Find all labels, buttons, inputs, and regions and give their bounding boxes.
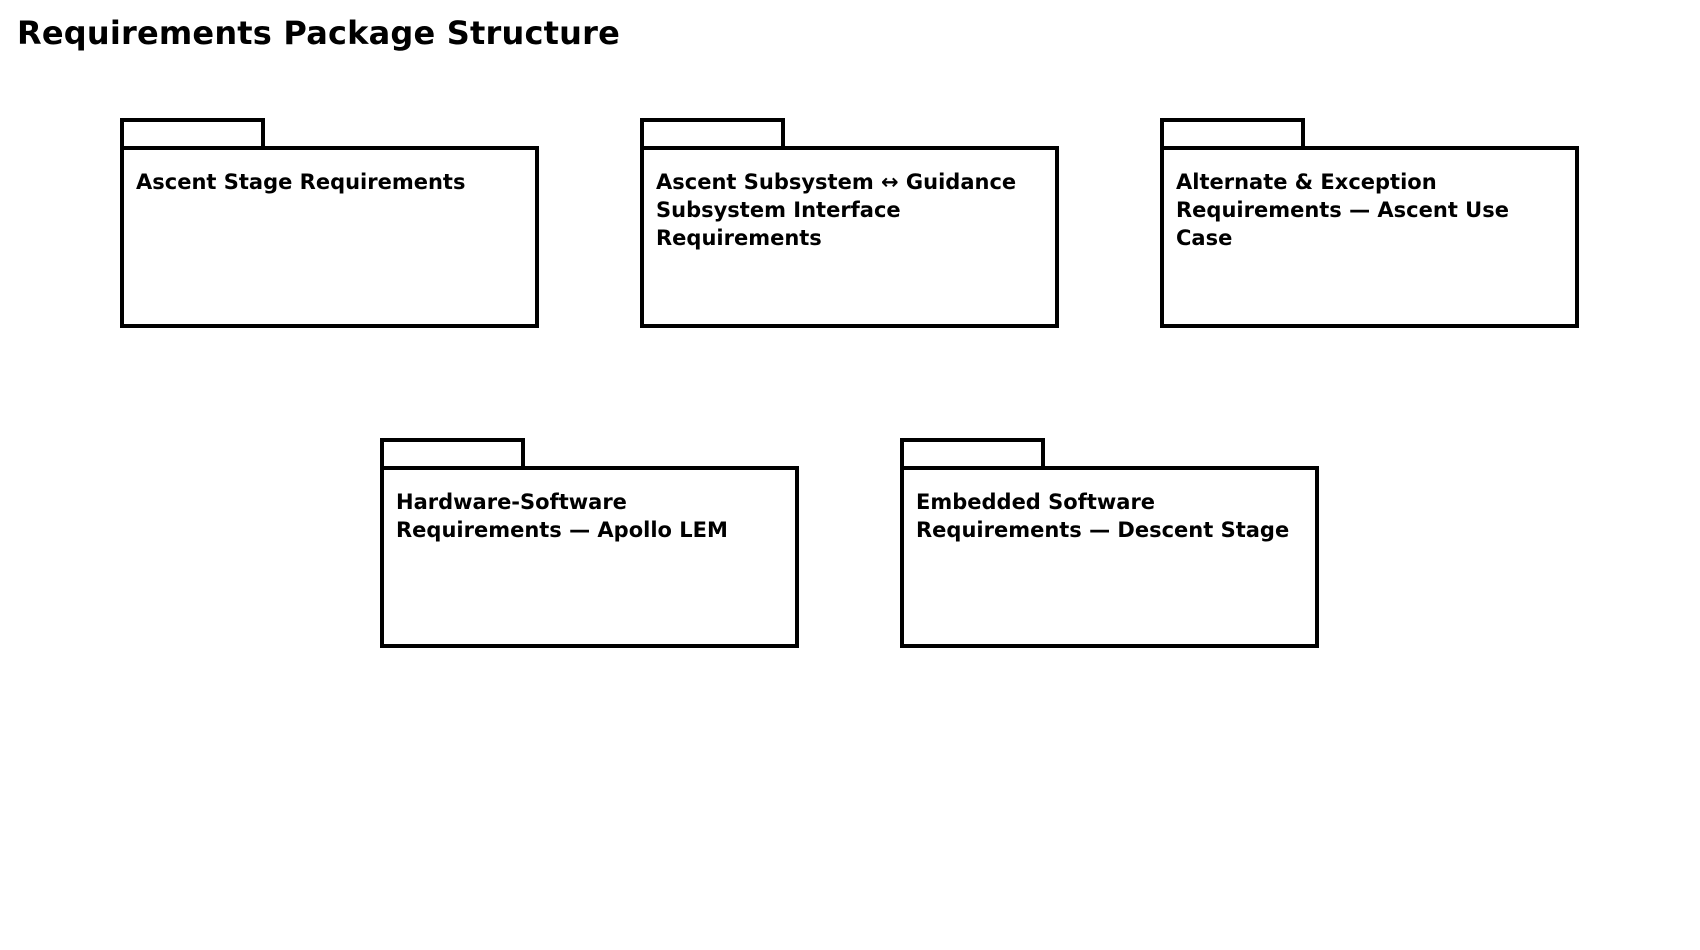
package-ascent-guidance-interface-requirements: Ascent Subsystem ↔ Guidance Subsystem In…	[640, 118, 1059, 328]
package-ascent-stage-requirements: Ascent Stage Requirements	[120, 118, 539, 328]
package-alternate-exception-requirements: Alternate & Exception Requirements — Asc…	[1160, 118, 1579, 328]
package-body: Alternate & Exception Requirements — Asc…	[1160, 146, 1579, 328]
package-label: Embedded Software Requirements — Descent…	[916, 490, 1290, 542]
package-body: Hardware-Software Requirements — Apollo …	[380, 466, 799, 648]
diagram-title: Requirements Package Structure	[17, 14, 621, 52]
package-tab	[640, 118, 785, 150]
package-label: Alternate & Exception Requirements — Asc…	[1176, 170, 1509, 250]
package-label: Ascent Subsystem ↔ Guidance Subsystem In…	[656, 170, 1017, 250]
package-label: Ascent Stage Requirements	[136, 170, 466, 194]
package-body: Embedded Software Requirements — Descent…	[900, 466, 1319, 648]
package-hardware-software-requirements: Hardware-Software Requirements — Apollo …	[380, 438, 799, 648]
package-body: Ascent Stage Requirements	[120, 146, 539, 328]
package-body: Ascent Subsystem ↔ Guidance Subsystem In…	[640, 146, 1059, 328]
package-embedded-software-requirements: Embedded Software Requirements — Descent…	[900, 438, 1319, 648]
package-label: Hardware-Software Requirements — Apollo …	[396, 490, 728, 542]
